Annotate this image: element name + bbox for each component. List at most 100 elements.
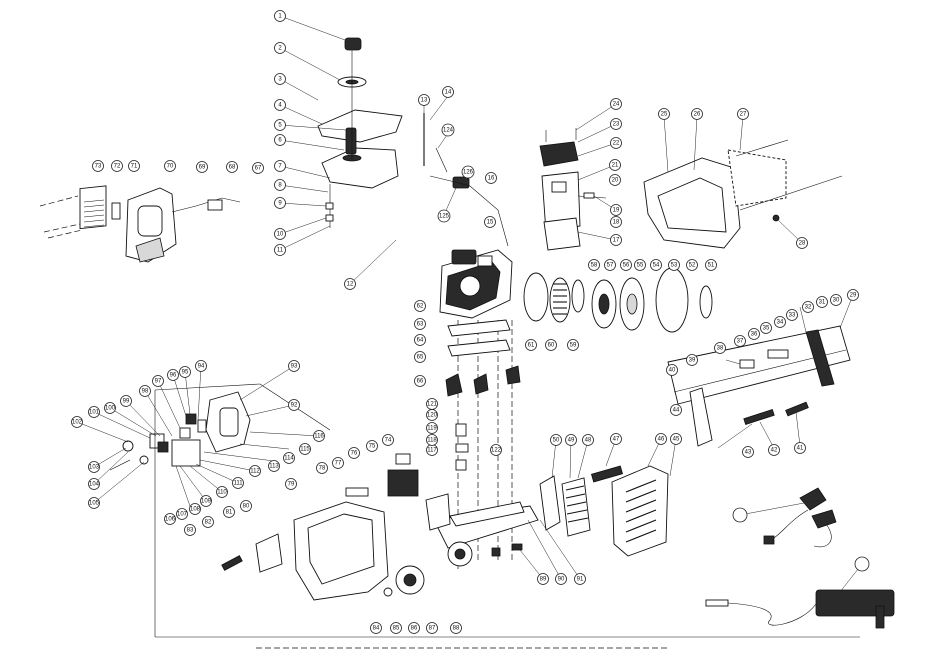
callout-circle [268, 460, 280, 472]
callout-circle [274, 73, 286, 85]
callout-number: 57 [607, 262, 614, 268]
callout-number: 59 [570, 342, 577, 348]
callout-circle [71, 416, 83, 428]
callout-number: 122 [491, 447, 502, 453]
callout-41: 41 [794, 442, 806, 454]
callout-circle [252, 162, 264, 174]
callout-38: 38 [714, 342, 726, 354]
callout-number: 90 [558, 576, 565, 582]
callout-number: 102 [72, 419, 83, 425]
callout-number: 72 [114, 163, 121, 169]
callout-90: 90 [555, 573, 567, 585]
callout-circle [348, 447, 360, 459]
callout-50: 50 [550, 434, 562, 446]
front-panel-group [39, 185, 241, 263]
callout-circle [816, 296, 828, 308]
callout-85: 85 [390, 622, 402, 634]
callout-number: 42 [771, 447, 778, 453]
callout-110: 110 [216, 486, 228, 498]
callout-number: 91 [577, 576, 584, 582]
callout-51: 51 [705, 259, 717, 271]
callout-circle [274, 10, 286, 22]
callout-circle [426, 434, 438, 446]
callout-number: 47 [613, 436, 620, 442]
engine-group [439, 249, 521, 570]
callout-circle [88, 406, 100, 418]
callout-3: 3 [274, 73, 286, 85]
callout-number: 93 [291, 363, 298, 369]
callout-circle [691, 108, 703, 120]
callout-number: 40 [669, 367, 676, 373]
callout-circle [588, 259, 600, 271]
callout-37: 37 [734, 335, 746, 347]
callout-number: 52 [689, 262, 696, 268]
callout-circle [164, 160, 176, 172]
callout-circle [525, 339, 537, 351]
callout-117: 117 [426, 444, 438, 456]
callout-111: 111 [232, 477, 244, 489]
callout-number: 76 [351, 450, 358, 456]
callout-circle [442, 86, 454, 98]
base-plate-group [425, 423, 539, 567]
callout-circle [249, 465, 261, 477]
callout-circle [582, 434, 594, 446]
callout-number: 21 [612, 162, 619, 168]
callout-69: 69 [196, 161, 208, 173]
callout-circle [734, 335, 746, 347]
callout-52: 52 [686, 259, 698, 271]
callout-40: 40 [666, 364, 678, 376]
callout-circle [450, 622, 462, 634]
callout-circle [437, 209, 451, 223]
callout-circle [658, 108, 670, 120]
callout-63: 63 [414, 318, 426, 330]
callout-number: 109 [201, 498, 212, 504]
callout-79: 79 [285, 478, 297, 490]
callout-circle [768, 444, 780, 456]
callout-28: 28 [796, 237, 808, 249]
callout-circle [714, 342, 726, 354]
callout-number: 28 [799, 240, 806, 246]
callout-circle [655, 433, 667, 445]
callout-circle [426, 622, 438, 634]
callout-circle [216, 486, 228, 498]
callout-101: 101 [88, 406, 100, 418]
callout-circle [802, 301, 814, 313]
callout-circle [179, 366, 191, 378]
callout-circle [854, 556, 870, 572]
callout-number: 110 [217, 489, 227, 495]
callout-number: 64 [417, 337, 424, 343]
callout-circle [274, 197, 286, 209]
rear-cover-group [643, 139, 843, 249]
callout-circle [120, 395, 132, 407]
callout-99: 99 [120, 395, 132, 407]
callout-60: 60 [545, 339, 557, 351]
callout-number: 69 [199, 164, 206, 170]
callout-number: 37 [737, 338, 744, 344]
callout-93: 93 [288, 360, 300, 372]
callout-number: 29 [850, 292, 857, 298]
callout-circle [414, 318, 426, 330]
callout-circle [390, 622, 402, 634]
callout-circle [490, 444, 502, 456]
callout-106: 106 [164, 513, 176, 525]
callout-13: 13 [418, 94, 430, 106]
callout-100: 100 [104, 402, 116, 414]
callout-114: 114 [283, 452, 295, 464]
callout-23: 23 [610, 118, 622, 130]
callout-circle [650, 259, 662, 271]
callout-53: 53 [668, 259, 680, 271]
callout-number: 39 [689, 357, 696, 363]
callout-113: 113 [268, 460, 280, 472]
callout-circle [666, 364, 678, 376]
callout-circle [620, 259, 632, 271]
callout-1: 1 [274, 10, 286, 22]
callout-16: 16 [485, 172, 497, 184]
callout-84: 84 [370, 622, 382, 634]
callout-number: 32 [805, 304, 812, 310]
callout-number: 97 [155, 378, 162, 384]
callout-number: 24 [613, 101, 620, 107]
callout-number: 89 [540, 576, 547, 582]
callout-number: 43 [745, 449, 752, 455]
callout-circle [189, 503, 201, 515]
callout-circle [426, 422, 438, 434]
